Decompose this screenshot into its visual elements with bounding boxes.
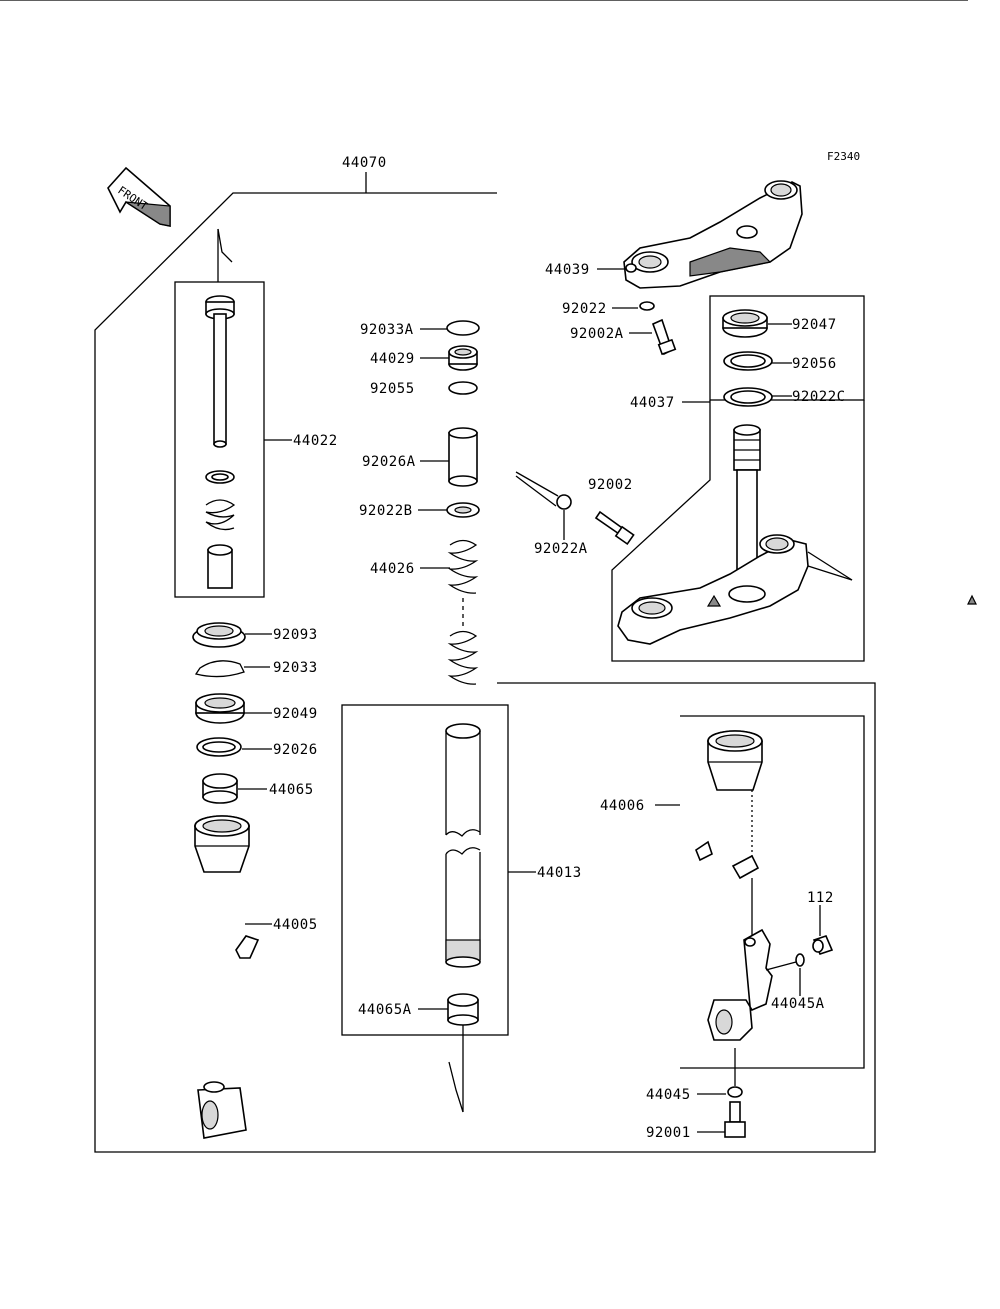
label-92033A: 92033A — [360, 322, 414, 338]
label-44045: 44045 — [646, 1087, 691, 1103]
axle-holder-left — [197, 1081, 247, 1139]
bushing-44065 — [202, 773, 238, 804]
clip-92033 — [194, 660, 245, 678]
label-44029: 44029 — [370, 351, 415, 367]
ring-92022C — [723, 387, 773, 407]
washer-44045A — [795, 953, 805, 967]
spring-44026 — [447, 539, 479, 685]
label-92002A: 92002A — [570, 326, 624, 342]
label-92022A: 92022A — [534, 541, 588, 557]
label-112: 112 — [807, 890, 834, 906]
label-92022C: 92022C — [792, 389, 846, 405]
label-44065: 44065 — [269, 782, 314, 798]
label-92033: 92033 — [273, 660, 318, 676]
label-92022: 92022 — [562, 301, 607, 317]
label-44005: 44005 — [273, 917, 318, 933]
label-92055: 92055 — [370, 381, 415, 397]
assembly-outline — [94, 172, 876, 1153]
label-92093: 92093 — [273, 627, 318, 643]
upper-bracket-44039 — [623, 180, 803, 289]
outer-tube-44013 — [445, 723, 481, 968]
label-44037: 44037 — [630, 395, 675, 411]
label-92002: 92002 — [588, 477, 633, 493]
outer-tube-44006 — [695, 730, 773, 1041]
plug-44005 — [235, 935, 260, 959]
outer-tube-upper-left — [194, 815, 250, 873]
label-92047: 92047 — [792, 317, 837, 333]
label-44039: 44039 — [545, 262, 590, 278]
label-44006: 44006 — [600, 798, 645, 814]
washer-92022B — [446, 502, 480, 518]
bolt-92002 — [594, 510, 635, 546]
oring-92055 — [448, 381, 478, 395]
ring-92033A — [446, 320, 480, 336]
label-92026: 92026 — [273, 742, 318, 758]
label-44045A: 44045A — [771, 996, 825, 1012]
seal-92047 — [722, 309, 768, 338]
washer-92022A — [556, 494, 572, 510]
washer-92022 — [639, 301, 655, 311]
seal-92049 — [195, 693, 245, 724]
cap-44029 — [448, 345, 478, 371]
label-92026A: 92026A — [362, 454, 416, 470]
label-92049: 92049 — [273, 706, 318, 722]
damper-rod-44022 — [205, 295, 236, 589]
bushing-44065A — [447, 993, 479, 1026]
bolt-112 — [812, 935, 834, 955]
label-92056: 92056 — [792, 356, 837, 372]
label-44065A: 44065A — [358, 1002, 412, 1018]
front-arrow-icon: FRONT — [107, 166, 171, 227]
seal-92093 — [192, 622, 246, 648]
steering-stem-lower-bracket — [0, 0, 977, 645]
bolt-92001 — [724, 1101, 746, 1138]
label-44022: 44022 — [293, 433, 338, 449]
washer-44045 — [727, 1086, 743, 1098]
ring-92056 — [723, 351, 773, 371]
spacer-92026A — [448, 427, 478, 487]
bolt-92002A — [651, 318, 677, 356]
label-92022B: 92022B — [359, 503, 413, 519]
label-44070: 44070 — [342, 155, 387, 171]
label-44013: 44013 — [537, 865, 582, 881]
figure-code: F2340 — [827, 150, 860, 163]
washer-92026 — [196, 737, 242, 757]
label-44026: 44026 — [370, 561, 415, 577]
label-92001: 92001 — [646, 1125, 691, 1141]
